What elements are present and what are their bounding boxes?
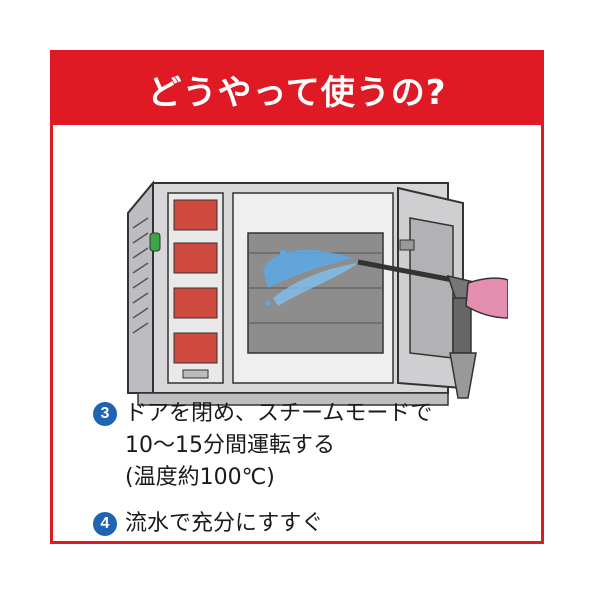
step-number-badge: 3 bbox=[93, 402, 117, 426]
hand-icon bbox=[465, 277, 509, 319]
oven-illustration bbox=[108, 148, 509, 428]
step-line: (温度約100℃) bbox=[125, 465, 275, 490]
step-line: 流水で充分にすすぐ bbox=[125, 511, 324, 536]
oven-icon bbox=[127, 180, 464, 406]
banner-title: どうやって使うの? bbox=[147, 72, 447, 113]
step-line: ドアを閉め、スチームモードで bbox=[125, 401, 433, 426]
step-3: 3 ドアを閉め、スチームモードで 10〜15分間運転する (温度約100℃) bbox=[93, 398, 503, 494]
water-spray-icon bbox=[263, 249, 358, 306]
instruction-list: 3 ドアを閉め、スチームモードで 10〜15分間運転する (温度約100℃) 4… bbox=[93, 398, 503, 554]
title-banner: どうやって使うの? bbox=[53, 53, 541, 125]
step-text: ドアを閉め、スチームモードで 10〜15分間運転する (温度約100℃) bbox=[125, 398, 432, 494]
step-number-badge: 4 bbox=[93, 512, 117, 536]
step-line: 10〜15分間運転する bbox=[125, 433, 335, 458]
oven-hose-drawing bbox=[127, 180, 509, 406]
step-text: 流水で充分にすすぐ bbox=[125, 508, 323, 540]
step-4: 4 流水で充分にすすぐ bbox=[93, 508, 503, 540]
content-frame: どうやって使うの? bbox=[50, 50, 544, 544]
